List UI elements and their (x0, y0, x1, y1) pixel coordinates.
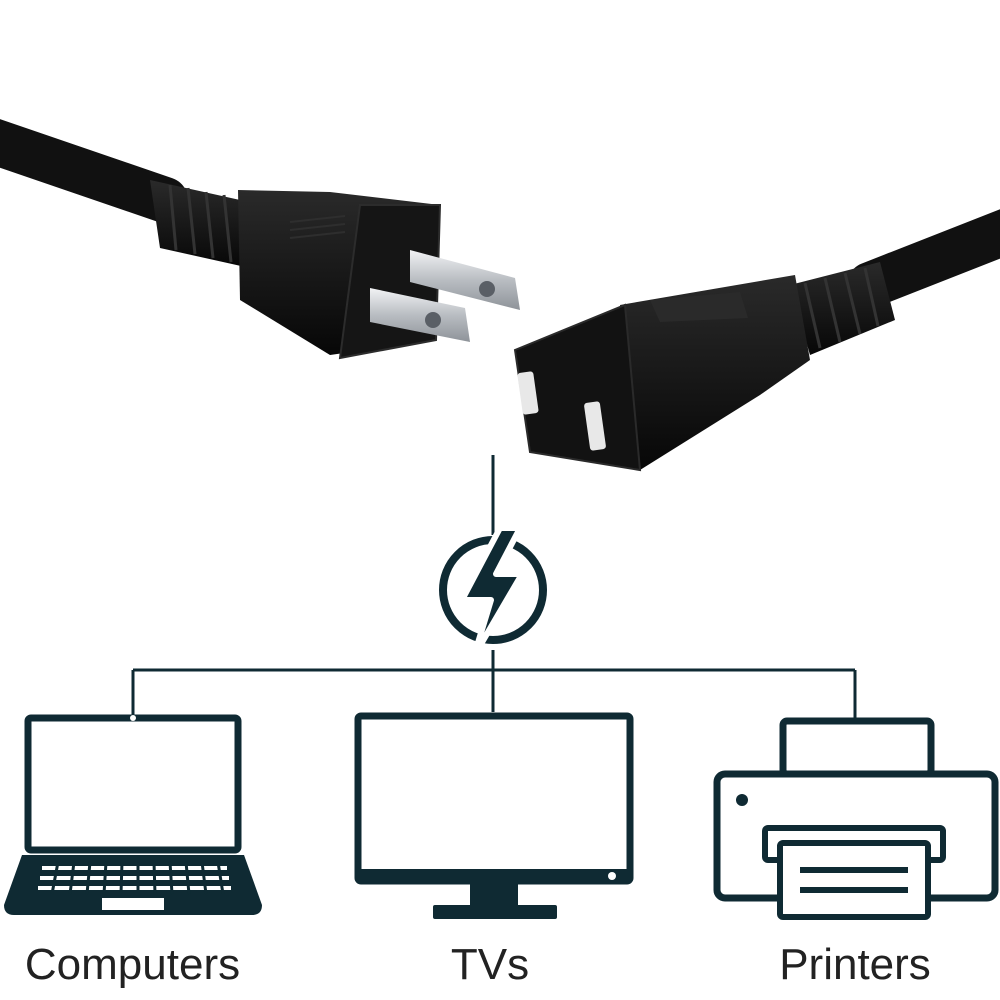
plug-cable (0, 119, 188, 223)
connector-body (620, 275, 810, 470)
printers-label: Printers (779, 940, 931, 989)
prong-hole-bottom (425, 312, 441, 328)
plug-grip-texture (289, 215, 346, 239)
connector-face (513, 303, 642, 472)
plug-prong-top (410, 250, 520, 310)
strain-relief-ridges (168, 184, 233, 263)
connector-grip (650, 292, 748, 322)
ac-plug-icon (0, 119, 520, 360)
laptop-icon (4, 714, 262, 915)
connector-cable (847, 209, 1000, 308)
c7-connector-icon (513, 209, 1000, 472)
plug-prong-bottom (370, 288, 470, 342)
tvs-label: TVs (450, 940, 530, 989)
socket-right (584, 401, 606, 451)
connection-lines (131, 455, 857, 718)
prong-hole-top (479, 281, 495, 297)
printer-icon (713, 717, 999, 920)
socket-left (517, 371, 539, 415)
computers-label: Computers (24, 940, 241, 989)
plug-strain-relief (150, 180, 250, 268)
tv-monitor-icon (354, 712, 634, 919)
connector-ridges (803, 267, 880, 349)
power-lightning-icon (439, 525, 547, 659)
